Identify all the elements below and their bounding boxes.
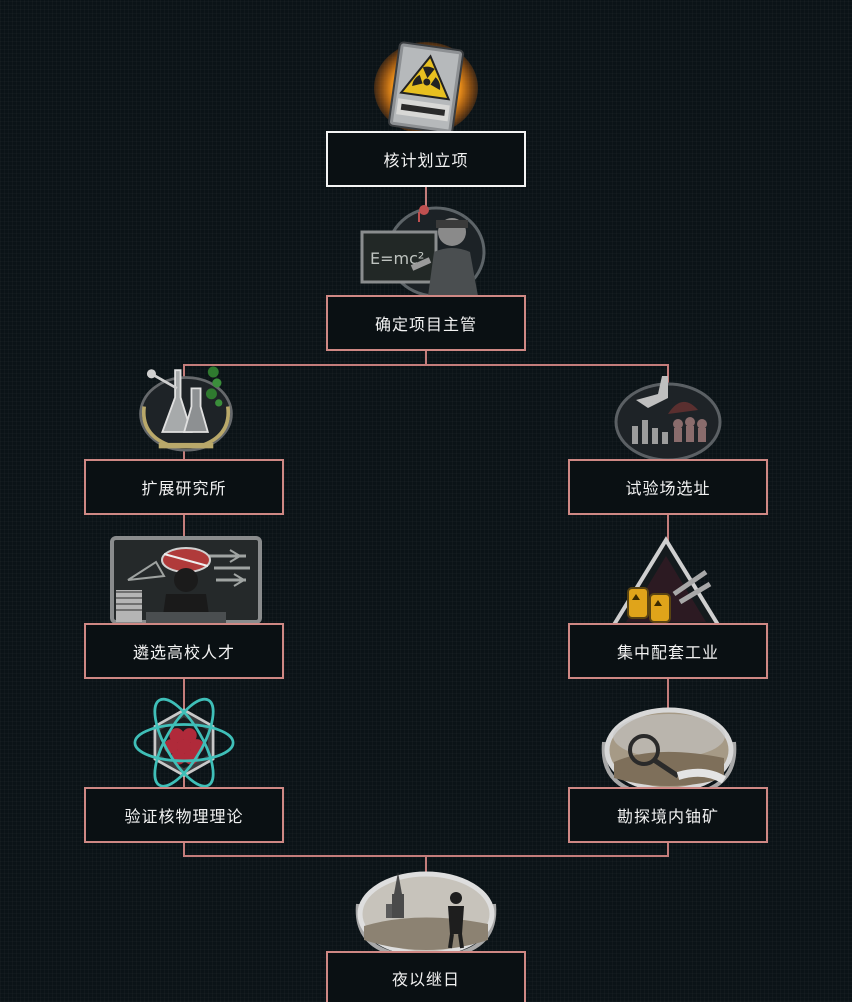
- connector: [425, 350, 427, 365]
- svg-text:E=mc²: E=mc²: [370, 249, 424, 268]
- industry-icon: [606, 534, 726, 634]
- focus-support-industry[interactable]: 集中配套工业: [568, 623, 768, 679]
- laboratory-icon: [126, 352, 246, 452]
- desert-icon: [348, 864, 504, 960]
- focus-test-site[interactable]: 试验场选址: [568, 459, 768, 515]
- focus-expand-institutes[interactable]: 扩展研究所: [84, 459, 284, 515]
- survey-icon: [594, 702, 744, 798]
- connector: [183, 842, 185, 857]
- focus-day-and-night[interactable]: 夜以继日: [326, 951, 526, 1002]
- connector: [667, 842, 669, 857]
- focus-nuclear-program[interactable]: 核计划立项: [326, 131, 526, 187]
- focus-select-talent[interactable]: 遴选高校人才: [84, 623, 284, 679]
- atom-icon: [124, 690, 244, 790]
- test-site-icon: [608, 362, 728, 462]
- lecture-icon: [106, 532, 266, 634]
- focus-project-director[interactable]: 确定项目主管: [326, 295, 526, 351]
- focus-uranium-survey[interactable]: 勘探境内铀矿: [568, 787, 768, 843]
- radiation-icon: [366, 38, 486, 138]
- connector: [183, 364, 669, 366]
- focus-verify-theory[interactable]: 验证核物理理论: [84, 787, 284, 843]
- scientist-icon: E=mc²: [356, 196, 496, 300]
